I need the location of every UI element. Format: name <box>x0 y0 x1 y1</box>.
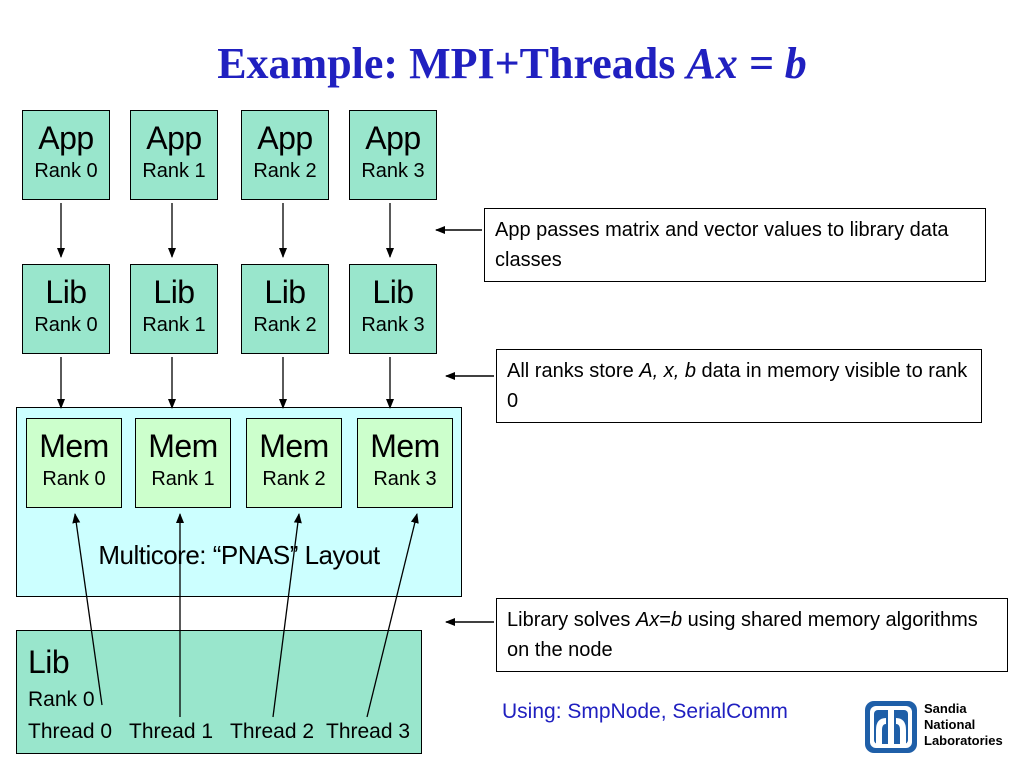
note-ranks-store: All ranks store A, x, b data in memory v… <box>496 349 982 423</box>
thread-lib-title: Lib <box>28 644 70 680</box>
note-solves-italic-ax: Ax <box>635 609 660 631</box>
app-box-rank-2: App Rank 2 <box>241 110 329 200</box>
thread-lib-rank: Rank 0 <box>28 688 95 711</box>
lib-rank: Rank 3 <box>361 314 425 336</box>
app-label: App <box>38 120 94 156</box>
note-app-passes: App passes matrix and vector values to l… <box>484 208 986 282</box>
app-rank: Rank 2 <box>253 160 317 182</box>
note-solves-italic-b: b <box>670 609 683 631</box>
note-solves-post: using shared memory algorithms on the no… <box>507 609 978 661</box>
note-solves-pre: Library solves <box>507 609 636 631</box>
mem-box-rank-2: Mem Rank 2 <box>246 418 342 508</box>
note-library-solves: Library solves Ax=b using shared memory … <box>496 598 1008 672</box>
slide-title: Example: MPI+Threads Ax = b <box>0 36 1024 92</box>
app-rank: Rank 0 <box>34 160 98 182</box>
mem-box-rank-0: Mem Rank 0 <box>26 418 122 508</box>
mem-label: Mem <box>148 428 218 464</box>
title-math: Ax = b <box>686 39 807 88</box>
note-solves-equals: = <box>659 609 671 631</box>
mem-label: Mem <box>259 428 329 464</box>
logo-line-3: Laboratories <box>924 733 1003 748</box>
thread-label-0: Thread 0 <box>28 720 113 743</box>
mem-rank: Rank 3 <box>373 468 437 490</box>
app-label: App <box>257 120 313 156</box>
lib-rank: Rank 0 <box>34 314 98 336</box>
lib-box-rank-0: Lib Rank 0 <box>22 264 110 354</box>
lib-box-rank-3: Lib Rank 3 <box>349 264 437 354</box>
lib-rank: Rank 2 <box>253 314 317 336</box>
mem-rank: Rank 2 <box>262 468 326 490</box>
app-label: App <box>365 120 421 156</box>
multicore-label: Multicore: “PNAS” Layout <box>98 540 380 570</box>
lib-label: Lib <box>45 274 87 310</box>
app-box-rank-1: App Rank 1 <box>130 110 218 200</box>
note-ranks-store-italic: A, x, b <box>639 360 696 382</box>
lib-label: Lib <box>153 274 195 310</box>
app-rank: Rank 3 <box>361 160 425 182</box>
using-caption: Using: SmpNode, SerialComm <box>502 700 788 723</box>
note-ranks-store-post: data in memory visible to rank 0 <box>507 360 968 412</box>
note-ranks-store-pre: All ranks store <box>507 360 640 382</box>
app-rank: Rank 1 <box>142 160 206 182</box>
lib-rank: Rank 1 <box>142 314 206 336</box>
mem-box-rank-1: Mem Rank 1 <box>135 418 231 508</box>
app-label: App <box>146 120 202 156</box>
lib-box-rank-2: Lib Rank 2 <box>241 264 329 354</box>
thread-label-2: Thread 2 <box>230 720 315 743</box>
thread-label-1: Thread 1 <box>129 720 214 743</box>
sandia-logo-icon <box>865 701 917 753</box>
mem-label: Mem <box>39 428 109 464</box>
thread-label-3: Thread 3 <box>326 720 411 743</box>
mem-box-rank-3: Mem Rank 3 <box>357 418 453 508</box>
app-box-rank-3: App Rank 3 <box>349 110 437 200</box>
mem-rank: Rank 0 <box>42 468 106 490</box>
mem-label: Mem <box>370 428 440 464</box>
app-box-rank-0: App Rank 0 <box>22 110 110 200</box>
title-text: Example: MPI+Threads <box>217 39 687 88</box>
sandia-logo-text: Sandia National Laboratories <box>924 701 1003 749</box>
mem-rank: Rank 1 <box>151 468 215 490</box>
note-app-passes-text: App passes matrix and vector values to l… <box>495 219 949 271</box>
lib-box-rank-1: Lib Rank 1 <box>130 264 218 354</box>
lib-label: Lib <box>372 274 414 310</box>
lib-label: Lib <box>264 274 306 310</box>
logo-line-1: Sandia <box>924 701 967 716</box>
logo-line-2: National <box>924 717 976 732</box>
